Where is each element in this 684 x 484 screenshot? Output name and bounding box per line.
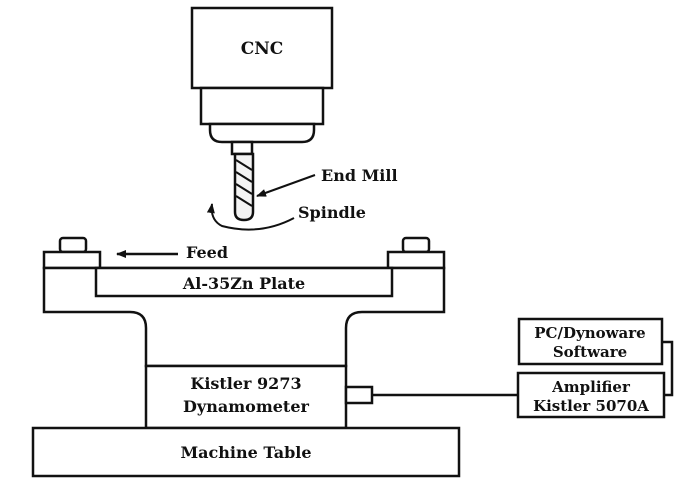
pc-dynoware-box [517, 317, 664, 366]
pc-label-line1: PC/Dynoware [534, 324, 645, 342]
clamp-right-knob [401, 236, 431, 254]
pc-label-line2: Software [553, 343, 627, 361]
clamp-left-knob [58, 236, 88, 254]
signal-cables [372, 340, 674, 397]
amplifier-label-line2: Kistler 5070A [533, 397, 649, 415]
clamp-left [42, 250, 102, 270]
spindle-nose [208, 122, 316, 144]
dynamometer-connector [344, 385, 374, 405]
amplifier-label-line1: Amplifier [551, 378, 631, 396]
feed-label: Feed [186, 243, 228, 262]
spindle-label: Spindle [298, 203, 366, 222]
dynamometer-label-line2: Dynamometer [183, 397, 309, 416]
plate-label: Al-35Zn Plate [182, 274, 305, 293]
end-mill-arrow [256, 174, 316, 197]
workpiece-plate [94, 266, 394, 298]
spindle-rotation-arrow [206, 203, 295, 231]
machine-table-label: Machine Table [180, 443, 311, 462]
cnc-label: CNC [241, 39, 284, 59]
dynamometer-label-line1: Kistler 9273 [190, 374, 301, 393]
clamp-right [386, 250, 446, 270]
amplifier-box [516, 371, 666, 419]
end-mill-flutes [235, 159, 253, 207]
spindle-collar [199, 86, 325, 126]
cnc-head [190, 6, 334, 90]
end-mill-label: End Mill [321, 166, 398, 185]
tool-holder [230, 140, 254, 156]
machine-table [31, 426, 461, 478]
